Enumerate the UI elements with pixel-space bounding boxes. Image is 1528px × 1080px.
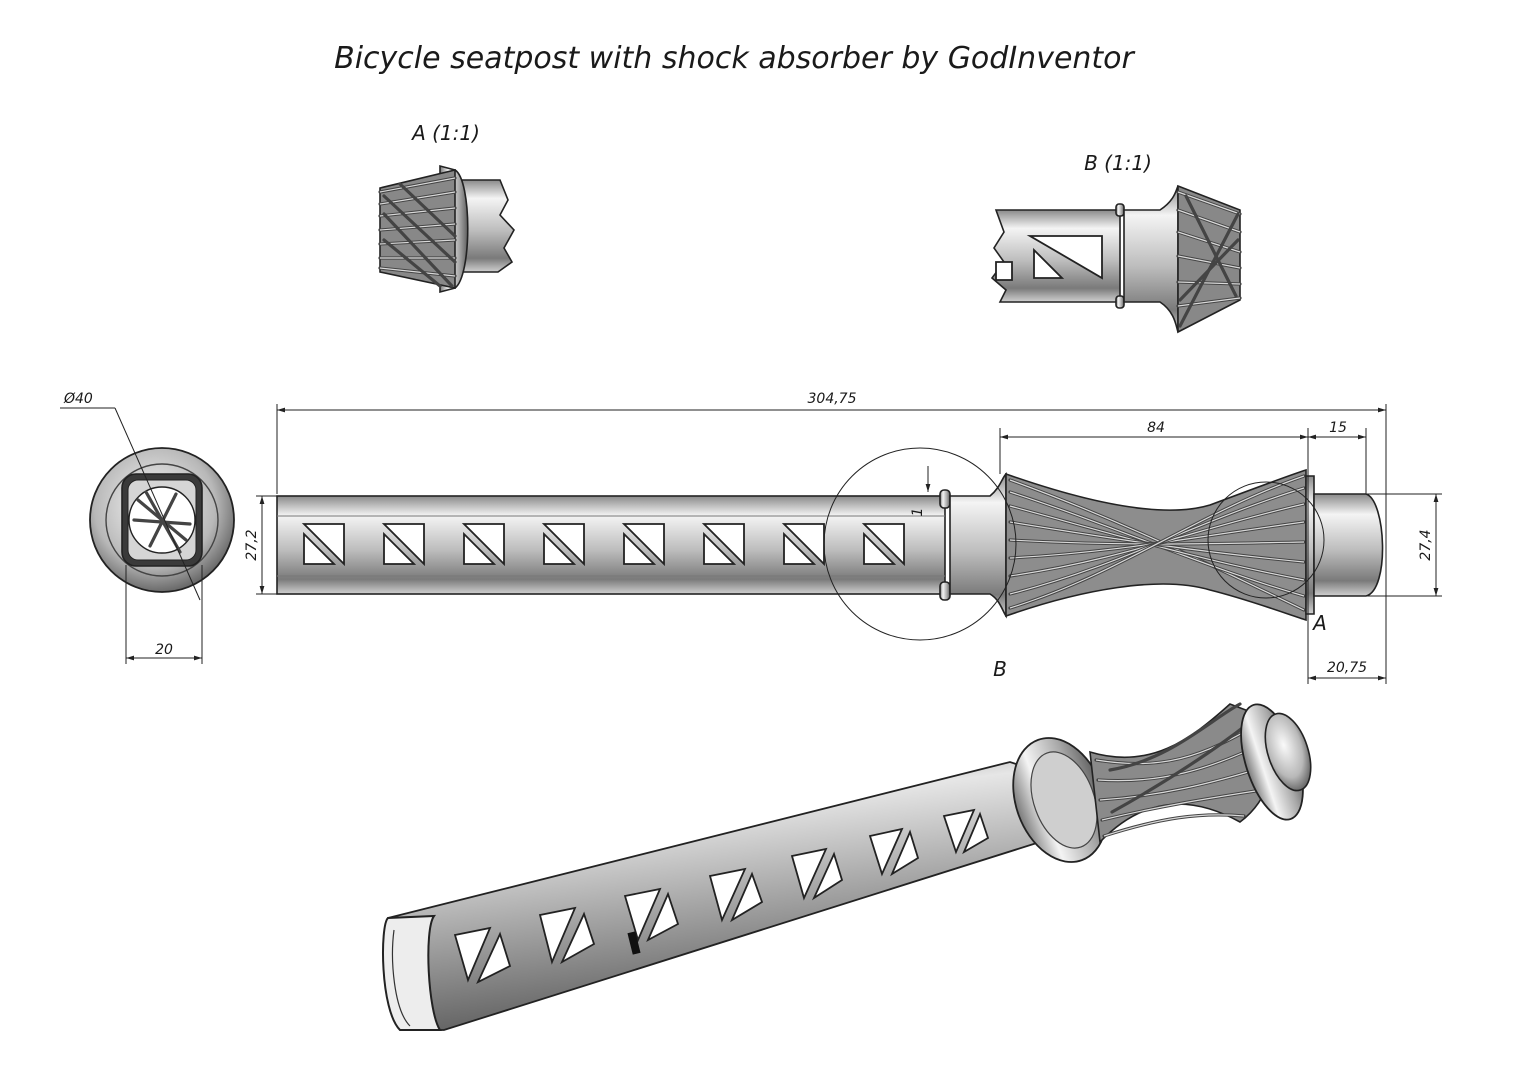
isometric-view bbox=[382, 702, 1312, 1031]
detail-a-strands bbox=[378, 176, 457, 288]
iso-marker bbox=[627, 931, 641, 955]
cap-flange bbox=[1305, 475, 1315, 615]
detail-a-label: A (1:1) bbox=[410, 121, 480, 145]
callout-circle-a bbox=[1207, 481, 1325, 599]
seatpost-tube bbox=[276, 495, 946, 595]
end-view-rim bbox=[105, 463, 219, 577]
dim-cap-length: 15 bbox=[1329, 420, 1347, 436]
iso-windows bbox=[453, 808, 990, 984]
dim-overall-length: 304,75 bbox=[808, 391, 857, 407]
detail-view-b: B (1:1) bbox=[990, 151, 1242, 334]
iso-tube-wall bbox=[391, 929, 411, 1027]
dim-cap-total: 20,75 bbox=[1327, 660, 1367, 676]
callout-circle-b bbox=[823, 447, 1017, 641]
iso-tube-open-end bbox=[382, 914, 442, 1031]
detail-b-ring-top bbox=[1115, 203, 1125, 217]
dim-spring-length: 84 bbox=[1147, 420, 1165, 436]
callout-label-b: B bbox=[993, 657, 1007, 681]
detail-b-window bbox=[1026, 235, 1103, 280]
clamp-ring-bottom bbox=[939, 581, 951, 601]
dim-gap: 1 bbox=[910, 508, 926, 517]
dim-cap-height: 27,4 bbox=[1418, 529, 1434, 560]
end-view: Ø40 20 bbox=[60, 391, 235, 664]
spring-strands bbox=[1008, 474, 1306, 612]
dim-end-width: 20 bbox=[155, 642, 173, 658]
detail-b-cut bbox=[995, 261, 1013, 281]
iso-seat-cap bbox=[1264, 712, 1312, 792]
collar bbox=[949, 472, 1007, 619]
detail-b-label: B (1:1) bbox=[1084, 151, 1152, 175]
detail-b-collar bbox=[1123, 185, 1179, 333]
iso-collar-inner bbox=[1030, 751, 1098, 849]
detail-b-window-small bbox=[1033, 247, 1065, 279]
detail-b-ring-bottom bbox=[1115, 295, 1125, 309]
drawing-title: Bicycle seatpost with shock absorber by … bbox=[334, 41, 1135, 76]
side-view: B A 304,75 84 15 20,75 27,2 27,4 1 bbox=[244, 391, 1442, 684]
clamp-ring-top bbox=[939, 489, 951, 509]
iso-tube bbox=[386, 761, 1041, 1031]
detail-view-a: A (1:1) bbox=[378, 121, 515, 294]
dim-tube-height: 27,2 bbox=[244, 529, 260, 560]
callout-label-a: A bbox=[1311, 611, 1327, 635]
detail-b-tube bbox=[990, 209, 1121, 303]
diameter-leader bbox=[114, 407, 201, 601]
tube-windows bbox=[301, 523, 905, 567]
dim-diameter: Ø40 bbox=[63, 391, 93, 407]
detail-b-strands bbox=[1176, 190, 1242, 328]
detail-a-stub bbox=[461, 179, 515, 273]
